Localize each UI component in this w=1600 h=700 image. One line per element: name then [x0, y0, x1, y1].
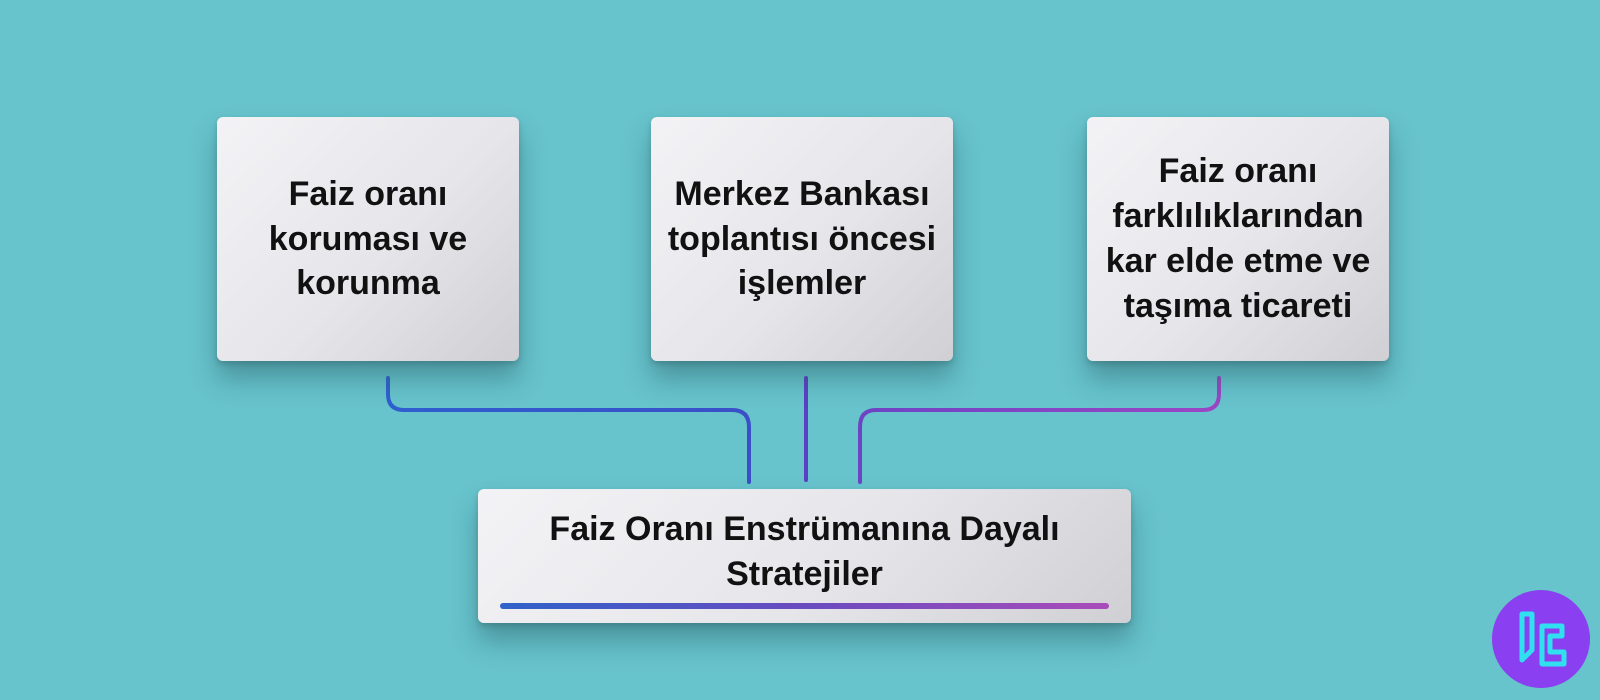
strategy-box-label: Faiz oranı koruması ve korunma [268, 174, 468, 303]
strategy-box-central-bank: Merkez Bankası toplantısı öncesi işlemle… [651, 117, 953, 361]
brand-logo-icon [1492, 590, 1590, 688]
strategy-box-hedging: Faiz oranı koruması ve korunma [217, 117, 519, 361]
gradient-underline [500, 603, 1109, 609]
connector-left [386, 376, 751, 484]
strategies-title-box: Faiz Oranı Enstrümanına Dayalı Stratejil… [478, 489, 1131, 623]
strategies-title: Faiz Oranı Enstrümanına Dayalı Stratejil… [549, 510, 1060, 593]
strategy-box-carry-trade: Faiz oranı farklılıklarından kar elde et… [1087, 117, 1389, 361]
strategy-box-label: Merkez Bankası toplantısı öncesi işlemle… [667, 174, 937, 303]
strategy-box-label: Faiz oranı farklılıklarından kar elde et… [1105, 152, 1371, 325]
connector-right [858, 376, 1221, 484]
